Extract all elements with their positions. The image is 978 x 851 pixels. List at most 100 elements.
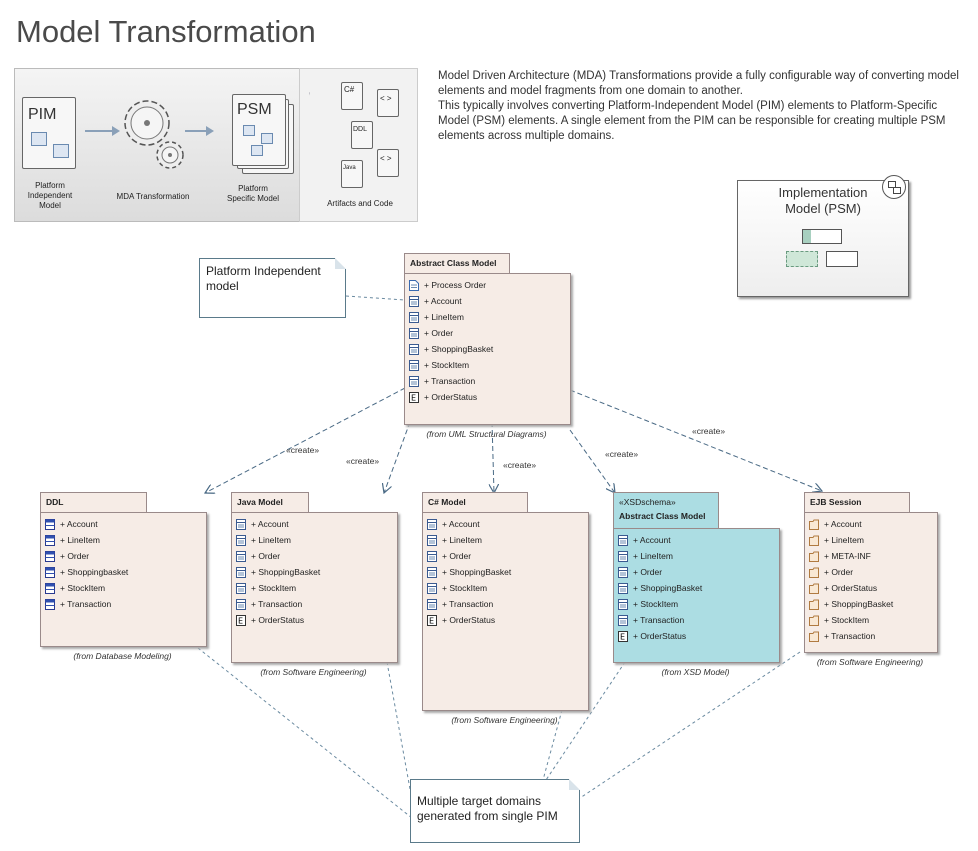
package-item[interactable]: + LineItem bbox=[409, 309, 464, 325]
package-body[interactable]: + Account + LineItem + Order + ShoppingBask… bbox=[613, 528, 780, 663]
package-item[interactable]: E+ OrderStatus bbox=[427, 612, 495, 628]
package-item[interactable]: + Order bbox=[427, 548, 471, 564]
package-tab[interactable]: C# Model bbox=[422, 492, 528, 512]
package-item[interactable]: + StockItem bbox=[236, 580, 296, 596]
gear-icon bbox=[124, 100, 170, 146]
package-item[interactable]: + StockItem bbox=[809, 612, 869, 628]
package-item[interactable]: + Shoppingbasket bbox=[45, 564, 128, 580]
package-item-label: + Account bbox=[824, 519, 862, 529]
table-icon bbox=[45, 567, 55, 579]
class-icon bbox=[618, 583, 628, 595]
pim-note[interactable]: Platform Independent model bbox=[199, 258, 346, 318]
svg-text:E: E bbox=[238, 617, 243, 626]
create-dependency bbox=[569, 389, 822, 491]
class-icon bbox=[427, 519, 437, 531]
package-item-label: + META-INF bbox=[824, 551, 871, 561]
package-item[interactable]: E+ OrderStatus bbox=[618, 628, 686, 644]
package-item-label: + Transaction bbox=[251, 599, 303, 609]
package-item-label: + Account bbox=[251, 519, 289, 529]
package-item[interactable]: + Transaction bbox=[618, 612, 684, 628]
package-tab[interactable]: Java Model bbox=[231, 492, 309, 512]
package-item[interactable]: + Account bbox=[427, 516, 480, 532]
package-item[interactable]: + LineItem bbox=[618, 548, 673, 564]
class-icon bbox=[427, 583, 437, 595]
package-item-label: + Transaction bbox=[633, 615, 685, 625]
enum-icon: E bbox=[427, 615, 437, 627]
package-body[interactable]: + Account + LineItem + META-INF + Order+ Or… bbox=[804, 512, 938, 653]
package-item-label: + StockItem bbox=[60, 583, 106, 593]
package-item[interactable]: + StockItem bbox=[45, 580, 105, 596]
package-item[interactable]: E+ OrderStatus bbox=[236, 612, 304, 628]
diagram-icon bbox=[802, 229, 842, 244]
package-item[interactable]: + META-INF bbox=[809, 548, 871, 564]
package-item[interactable]: + Order bbox=[45, 548, 89, 564]
package-tab[interactable]: DDL bbox=[40, 492, 147, 512]
note-link bbox=[579, 651, 801, 799]
create-dependency bbox=[569, 429, 615, 493]
package-item[interactable]: + LineItem bbox=[427, 532, 482, 548]
package-body[interactable]: + Account + LineItem+ Order + ShoppingBask… bbox=[231, 512, 398, 663]
package-item[interactable]: + LineItem bbox=[236, 532, 291, 548]
package-item[interactable]: + Order bbox=[809, 564, 853, 580]
package-item-label: + Account bbox=[60, 519, 98, 529]
package-item-label: + Order bbox=[60, 551, 90, 561]
package-item-label: + Order bbox=[424, 328, 454, 338]
package-item[interactable]: + Transaction bbox=[427, 596, 493, 612]
package-name: Java Model bbox=[237, 497, 283, 507]
package-item[interactable]: + ShoppingBasket bbox=[427, 564, 511, 580]
package-body[interactable]: + Account + LineItem + Order + Shoppingbask… bbox=[40, 512, 207, 647]
package-item[interactable]: + StockItem bbox=[427, 580, 487, 596]
package-tab[interactable]: «XSDschema»Abstract Class Model bbox=[613, 492, 719, 528]
psm-document-icon: PSM bbox=[232, 94, 286, 166]
package-item[interactable]: + Order bbox=[409, 325, 453, 341]
package-item-label: + Order bbox=[633, 567, 663, 577]
create-label: «create» bbox=[286, 445, 320, 455]
class-icon bbox=[618, 615, 628, 627]
package-tab[interactable]: Abstract Class Model bbox=[404, 253, 510, 273]
class-icon bbox=[236, 535, 246, 547]
package-item[interactable]: + ShoppingBasket bbox=[809, 596, 893, 612]
package-item[interactable]: + ShoppingBasket bbox=[236, 564, 320, 580]
package-tab[interactable]: EJB Session bbox=[804, 492, 910, 512]
package-item[interactable]: + Transaction bbox=[409, 373, 475, 389]
package-item[interactable]: + Account bbox=[45, 516, 98, 532]
implementation-model-element[interactable]: Implementation Model (PSM) bbox=[737, 175, 909, 297]
package-item[interactable]: + ShoppingBasket bbox=[409, 341, 493, 357]
package-body[interactable]: + Process Order+ Account+ LineItem + Orde… bbox=[404, 273, 571, 425]
note-link bbox=[542, 709, 563, 781]
package-item[interactable]: + Order bbox=[236, 548, 280, 564]
package-item[interactable]: + Transaction bbox=[45, 596, 111, 612]
package-item[interactable]: + Process Order bbox=[409, 277, 486, 293]
package-item-label: + ShoppingBasket bbox=[424, 344, 494, 354]
package-item-label: + LineItem bbox=[633, 551, 673, 561]
package-source-label: (from Software Engineering) bbox=[816, 657, 924, 667]
package-item[interactable]: + Account bbox=[809, 516, 862, 532]
mda-caption: MDA Transformation bbox=[116, 192, 190, 201]
package-item-label: + LineItem bbox=[60, 535, 100, 545]
package-item-label: + Transaction bbox=[60, 599, 112, 609]
package-item[interactable]: + StockItem bbox=[618, 596, 678, 612]
package-item[interactable]: + Transaction bbox=[236, 596, 302, 612]
targets-note[interactable]: Multiple target domains generated from s… bbox=[410, 779, 580, 843]
package-item[interactable]: + Order bbox=[618, 564, 662, 580]
package-item-label: + StockItem bbox=[424, 360, 470, 370]
note-link bbox=[386, 661, 413, 801]
package-item[interactable]: + ShoppingBasket bbox=[618, 580, 702, 596]
package-item[interactable]: + Account bbox=[236, 516, 289, 532]
package-item[interactable]: + OrderStatus bbox=[809, 580, 877, 596]
package-item[interactable]: + StockItem bbox=[409, 357, 469, 373]
class-icon bbox=[409, 296, 419, 308]
package-item[interactable]: + LineItem bbox=[45, 532, 100, 548]
java-file-icon: Java bbox=[341, 160, 363, 188]
package-item-label: + Transaction bbox=[424, 376, 476, 386]
package-item[interactable]: + LineItem bbox=[809, 532, 864, 548]
package-item[interactable]: E+ OrderStatus bbox=[409, 389, 477, 405]
package-item-label: + ShoppingBasket bbox=[251, 567, 321, 577]
package-item[interactable]: + Account bbox=[618, 532, 671, 548]
package-item[interactable]: + Account bbox=[409, 293, 462, 309]
package-body[interactable]: + Account+ LineItem+ Order+ ShoppingBask… bbox=[422, 512, 589, 711]
package-item[interactable]: + Transaction bbox=[809, 628, 875, 644]
targets-note-text: Multiple target domains generated from s… bbox=[417, 794, 558, 823]
package-source-label: (from Software Engineering) bbox=[451, 715, 558, 725]
